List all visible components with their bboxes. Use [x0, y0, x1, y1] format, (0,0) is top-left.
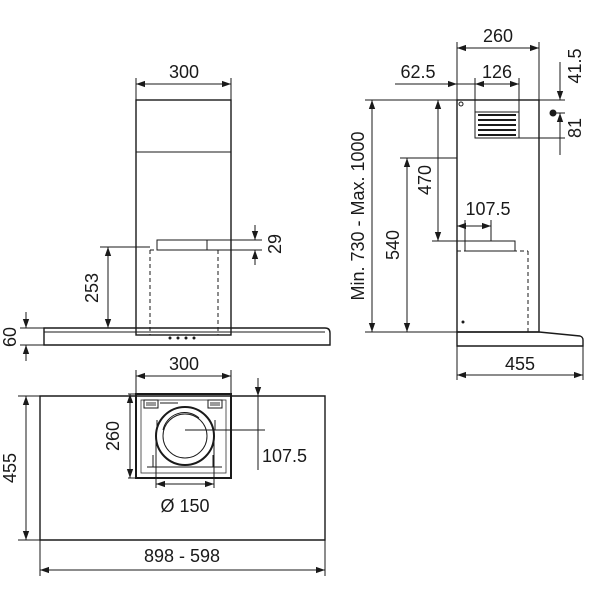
plan-depth-label: 455	[0, 453, 20, 483]
side-hood-plate	[456, 331, 584, 347]
front-filter-height-label: 29	[265, 234, 285, 254]
front-hood-plate	[43, 327, 331, 346]
plan-outlet-offset-label: 107.5	[262, 446, 307, 466]
plan-width-label: 898 - 598	[144, 546, 220, 566]
side-outlet-offset-label: 107.5	[465, 199, 510, 219]
side-total-height-label: Min. 730 - Max. 1000	[348, 131, 368, 300]
plan-view: 300 260 107.5 Ø 150 455 898 - 598	[0, 354, 326, 576]
plan-motor-box	[135, 393, 232, 479]
side-top-width-label: 260	[483, 26, 513, 46]
plan-hood-outline	[39, 395, 326, 541]
plan-duct-circle	[155, 406, 215, 466]
front-inner-body-dashed	[149, 249, 219, 335]
side-view: 260 62.5 126 41.5 81 Min. 730 - Max. 100…	[348, 26, 585, 380]
side-vent-grille	[474, 111, 520, 139]
side-height-470-label: 470	[415, 165, 435, 195]
side-vent-width-label: 126	[482, 62, 512, 82]
side-inner-body-dashed	[457, 250, 529, 332]
front-hood-thickness-label: 60	[0, 327, 20, 347]
front-view: 300 29 253 60	[0, 62, 331, 361]
side-depth-label: 455	[505, 354, 535, 374]
plan-motor-depth-label: 260	[103, 421, 123, 451]
plan-duct-diameter-label: Ø 150	[160, 496, 209, 516]
side-outlet-box	[464, 240, 516, 252]
plan-motor-width-label: 300	[169, 354, 199, 374]
side-top-gap-label: 41.5	[565, 48, 585, 83]
side-vent-height-label: 81	[565, 118, 585, 138]
front-chimney	[135, 99, 232, 336]
side-top-offset-label: 62.5	[400, 62, 435, 82]
front-filter-box	[156, 239, 208, 251]
front-indicator-dots	[168, 336, 196, 340]
side-vent-dot	[549, 109, 557, 117]
plan-motor-details	[143, 399, 223, 468]
front-chimney-width-label: 300	[169, 62, 199, 82]
side-height-540-label: 540	[383, 230, 403, 260]
front-height-253-label: 253	[82, 273, 102, 303]
side-screw-dot	[458, 101, 464, 107]
